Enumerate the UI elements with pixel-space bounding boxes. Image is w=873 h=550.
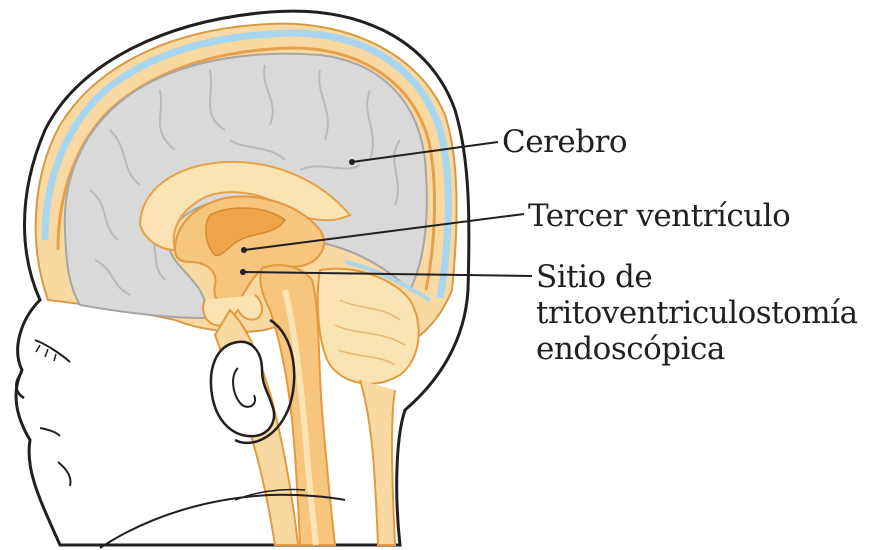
label-sitio-line2: tritoventriculostomía (536, 295, 858, 331)
leader-sitio-dot (240, 269, 246, 275)
label-cerebro: Cerebro (502, 124, 627, 160)
label-sitio-tritoventriculostomia: Sitio de tritoventriculostomía endoscópi… (536, 259, 858, 367)
label-sitio-line3: endoscópica (536, 331, 858, 367)
label-tercer-ventriculo: Tercer ventrículo (528, 198, 790, 234)
leader-cerebro-dot (349, 159, 355, 165)
label-sitio-line1: Sitio de (536, 259, 858, 295)
leader-tercer-dot (241, 247, 247, 253)
